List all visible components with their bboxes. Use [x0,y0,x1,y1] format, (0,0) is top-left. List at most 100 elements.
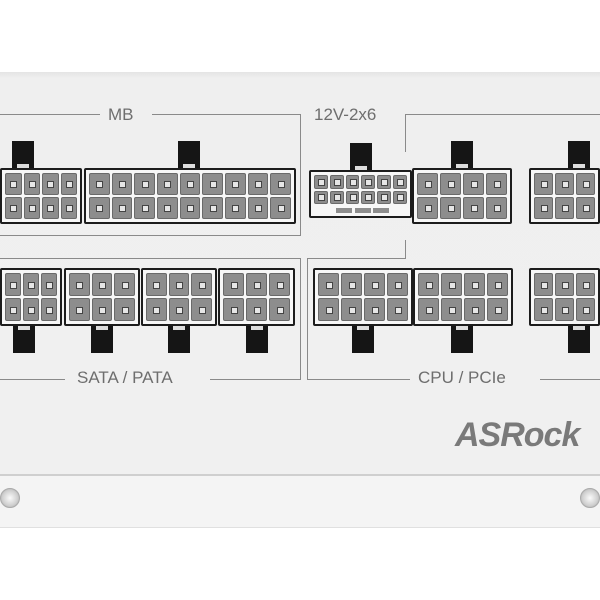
pin [156,173,178,195]
pin [202,197,223,219]
divider [307,379,410,380]
pin [555,273,574,296]
sata-connector[interactable] [218,268,295,326]
12v-2x6-connector[interactable] [309,170,412,218]
pin [387,273,408,296]
pin [191,273,212,296]
pin [576,298,595,321]
pin [487,298,508,321]
pin [463,197,484,219]
latch-tab [451,325,473,353]
pin [440,173,461,195]
screw-icon [580,488,600,508]
sata-connector[interactable] [141,268,217,326]
pin [41,273,57,296]
pin [576,197,595,219]
pin [555,197,574,219]
pin [345,175,360,189]
pin [393,175,407,189]
latch-tab [352,325,374,353]
pin [224,197,246,219]
divider [300,258,301,380]
sense-pin [336,208,352,213]
pin [60,173,77,195]
pin [441,298,462,321]
pin [191,298,212,321]
pin [534,173,553,195]
pin [91,298,113,321]
latch-tab [451,141,473,169]
label-sata-pata: SATA / PATA [77,368,173,387]
cpu-connector[interactable] [313,268,413,326]
pin [418,273,439,296]
pin [247,197,269,219]
pin [146,273,167,296]
latch-tab [12,141,34,169]
pin [156,197,178,219]
divider [0,114,100,115]
latch-tab [91,325,113,353]
pcie-connector[interactable] [529,168,600,224]
pin [534,197,553,219]
mb-connector-right[interactable] [84,168,296,224]
pin [69,298,90,321]
pin [464,273,485,296]
pcie-connector[interactable] [412,168,512,224]
pin [42,197,59,219]
pin [341,273,362,296]
pin [318,273,339,296]
pin [318,298,339,321]
pin [5,197,22,219]
pin [41,298,57,321]
pin [5,173,22,195]
sata-connector[interactable] [0,268,62,326]
divider [0,235,301,236]
pin [487,273,508,296]
pin [42,173,59,195]
pin [314,190,328,204]
cpu-connector[interactable] [529,268,600,326]
pin [418,298,439,321]
pin [111,197,133,219]
latch-tab [350,143,372,171]
latch-tab [13,325,35,353]
pin [329,175,344,189]
pin [377,190,392,204]
pin [486,173,507,195]
label-mb: MB [108,105,134,124]
divider [405,114,600,115]
latch-tab [568,141,590,169]
pin [223,298,244,321]
pin [202,173,223,195]
pin [179,197,201,219]
divider [307,258,308,380]
pin [377,175,392,189]
pin [146,298,167,321]
divider [405,114,406,152]
panel-bottom-strip [0,474,600,528]
pin [270,173,291,195]
sata-connector[interactable] [64,268,140,326]
latch-tab [246,325,268,353]
divider [0,379,65,380]
label-cpu-pcie: CPU / PCIe [418,368,506,387]
pin [89,197,110,219]
divider [0,258,301,259]
pin [341,298,362,321]
pin [23,273,39,296]
cpu-connector[interactable] [413,268,513,326]
pin [314,175,328,189]
pin [486,197,507,219]
mb-connector-left[interactable] [0,168,82,224]
pin [555,298,574,321]
pin [464,298,485,321]
pin [417,197,438,219]
pin [134,173,155,195]
pin [269,298,290,321]
pin [223,273,244,296]
pin [114,273,135,296]
divider [307,258,406,259]
pin [89,173,110,195]
pin [364,298,385,321]
pin [5,298,21,321]
